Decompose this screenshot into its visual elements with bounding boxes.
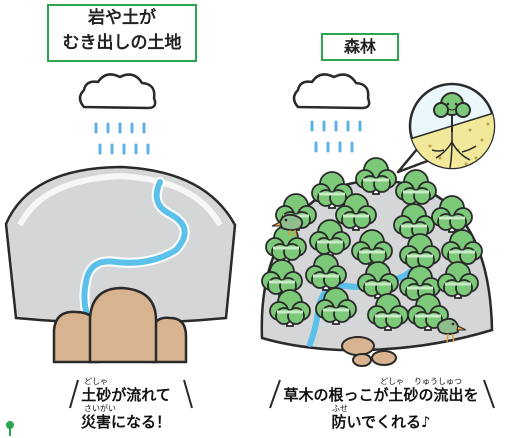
left-caption-slash-b	[183, 379, 193, 409]
bird-right-icon	[436, 317, 467, 343]
closeup-sprout	[433, 92, 471, 132]
tree-3	[395, 169, 437, 207]
bare-land-title: 岩や土が むき出しの土地	[47, 4, 197, 62]
forest-trees	[261, 157, 483, 331]
tree-8	[265, 225, 307, 263]
tree-6	[393, 203, 435, 241]
left-rain-icon	[94, 122, 150, 155]
forest-caption: どしゃ りゅうしゅつ 草木の根っこが土砂の流出を ふせ 防いでくれる♪	[276, 377, 486, 431]
right-caption-slash-a	[269, 379, 281, 409]
root-closeup-bubble	[396, 82, 496, 174]
ruby-ryushutsu: りゅうしゅつ	[414, 377, 462, 386]
tree-12	[441, 229, 483, 267]
tree-1	[355, 157, 397, 195]
tree-11	[399, 233, 441, 271]
tree-15	[357, 261, 399, 299]
ruby-dosha-left: どしゃ	[84, 377, 108, 386]
tree-9	[309, 219, 351, 257]
right-caption-slash-b	[483, 379, 495, 409]
pin-marker-icon	[6, 421, 14, 436]
tree-13	[261, 259, 303, 297]
tree-19	[315, 287, 357, 325]
bird-left-icon	[271, 213, 304, 237]
bare-title-line2: むき出しの土地	[62, 33, 182, 53]
bare-land-caption: どしゃ 土砂が流れて さいがい 災害になる！	[66, 377, 186, 431]
tree-17	[437, 261, 479, 299]
caption-slashes	[69, 379, 495, 409]
forest-title: 森林	[321, 33, 399, 61]
ruby-dosha-right: どしゃ	[380, 377, 404, 386]
tree-18	[269, 289, 311, 327]
left-caption-slash-a	[69, 379, 79, 409]
forest-caption-line2: 防いでくれる♪	[331, 413, 431, 431]
forest-rocks	[341, 336, 397, 367]
bare-caption-line2: 災害になる！	[80, 413, 171, 431]
ruby-saigai: さいがい	[84, 404, 116, 413]
ruby-fuse: ふせ	[332, 404, 348, 413]
forest-caption-line1: 草木の根っこが土砂の流出を	[283, 386, 479, 404]
bare-caption-line1: 土砂が流れて	[81, 386, 171, 404]
tree-7	[431, 195, 473, 233]
bare-title-line1: 岩や土が	[88, 8, 156, 28]
right-cloud-icon	[292, 73, 371, 110]
bare-river	[79, 177, 190, 323]
tree-21	[407, 293, 449, 331]
tree-14	[305, 253, 347, 291]
bare-rocks	[52, 286, 188, 364]
left-cloud-icon	[78, 73, 157, 110]
tree-5	[335, 193, 377, 231]
tree-20	[367, 293, 409, 331]
right-rain-icon	[310, 120, 362, 153]
